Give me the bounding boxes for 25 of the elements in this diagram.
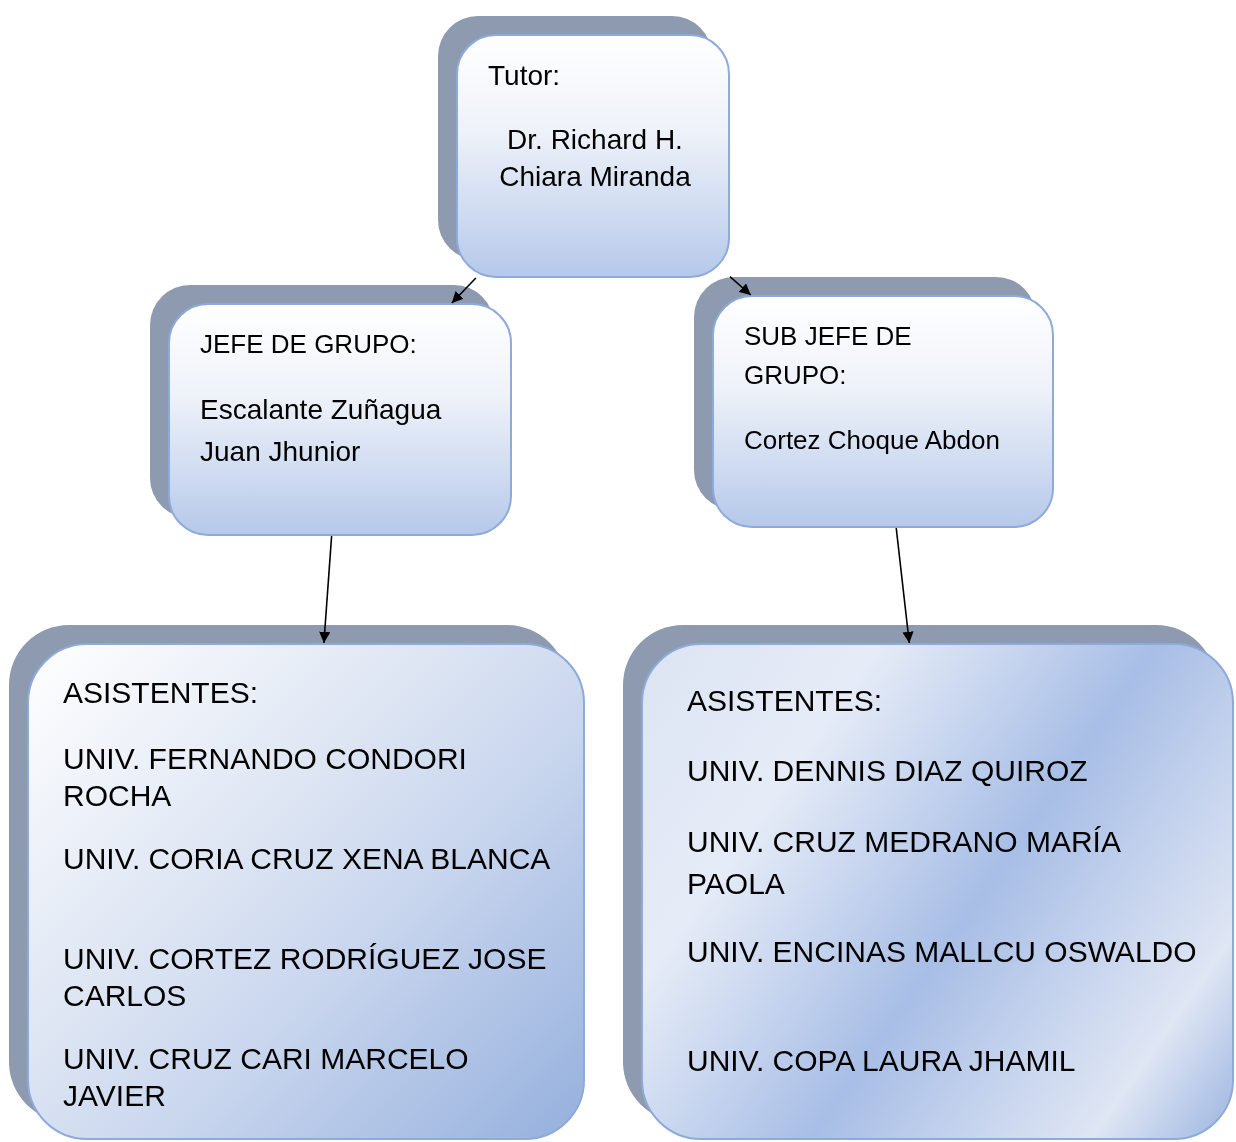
heading-text: Tutor:: [488, 59, 562, 93]
arrow: [729, 275, 752, 296]
heading-text: JEFE DE GRUPO:: [200, 328, 418, 361]
name-text: UNIV. CORIA CRUZ XENA BLANCA: [63, 841, 552, 877]
heading-text: SUB JEFE DE GRUPO:: [744, 320, 913, 392]
name-text: Dr. Richard H. Chiara Miranda: [498, 123, 692, 194]
name-text: UNIV. DENNIS DIAZ QUIROZ: [687, 753, 1089, 789]
name-text: UNIV. ENCINAS MALLCU OSWALDO: [687, 934, 1198, 970]
rounded-box: [168, 303, 512, 536]
name-text: Escalante Zuñagua Juan Jhunior: [200, 393, 443, 469]
arrow: [451, 277, 477, 304]
name-text: UNIV. CORTEZ RODRÍGUEZ JOSE CARLOS: [63, 941, 548, 1014]
rounded-box: [712, 295, 1054, 528]
rounded-box: [456, 34, 730, 278]
name-text: UNIV. COPA LAURA JHAMIL: [687, 1043, 1077, 1079]
name-text: UNIV. CRUZ CARI MARCELO JAVIER: [63, 1041, 470, 1114]
arrow: [895, 527, 914, 644]
name-text: UNIV. FERNANDO CONDORI ROCHA: [63, 741, 468, 814]
heading-text: ASISTENTES:: [687, 683, 884, 719]
heading-text: ASISTENTES:: [63, 675, 260, 711]
rounded-box: [641, 643, 1234, 1140]
arrow: [319, 535, 333, 644]
name-text: Cortez Choque Abdon: [744, 424, 1001, 457]
rounded-box: [27, 643, 585, 1140]
name-text: UNIV. CRUZ MEDRANO MARÍA PAOLA: [687, 824, 1121, 902]
